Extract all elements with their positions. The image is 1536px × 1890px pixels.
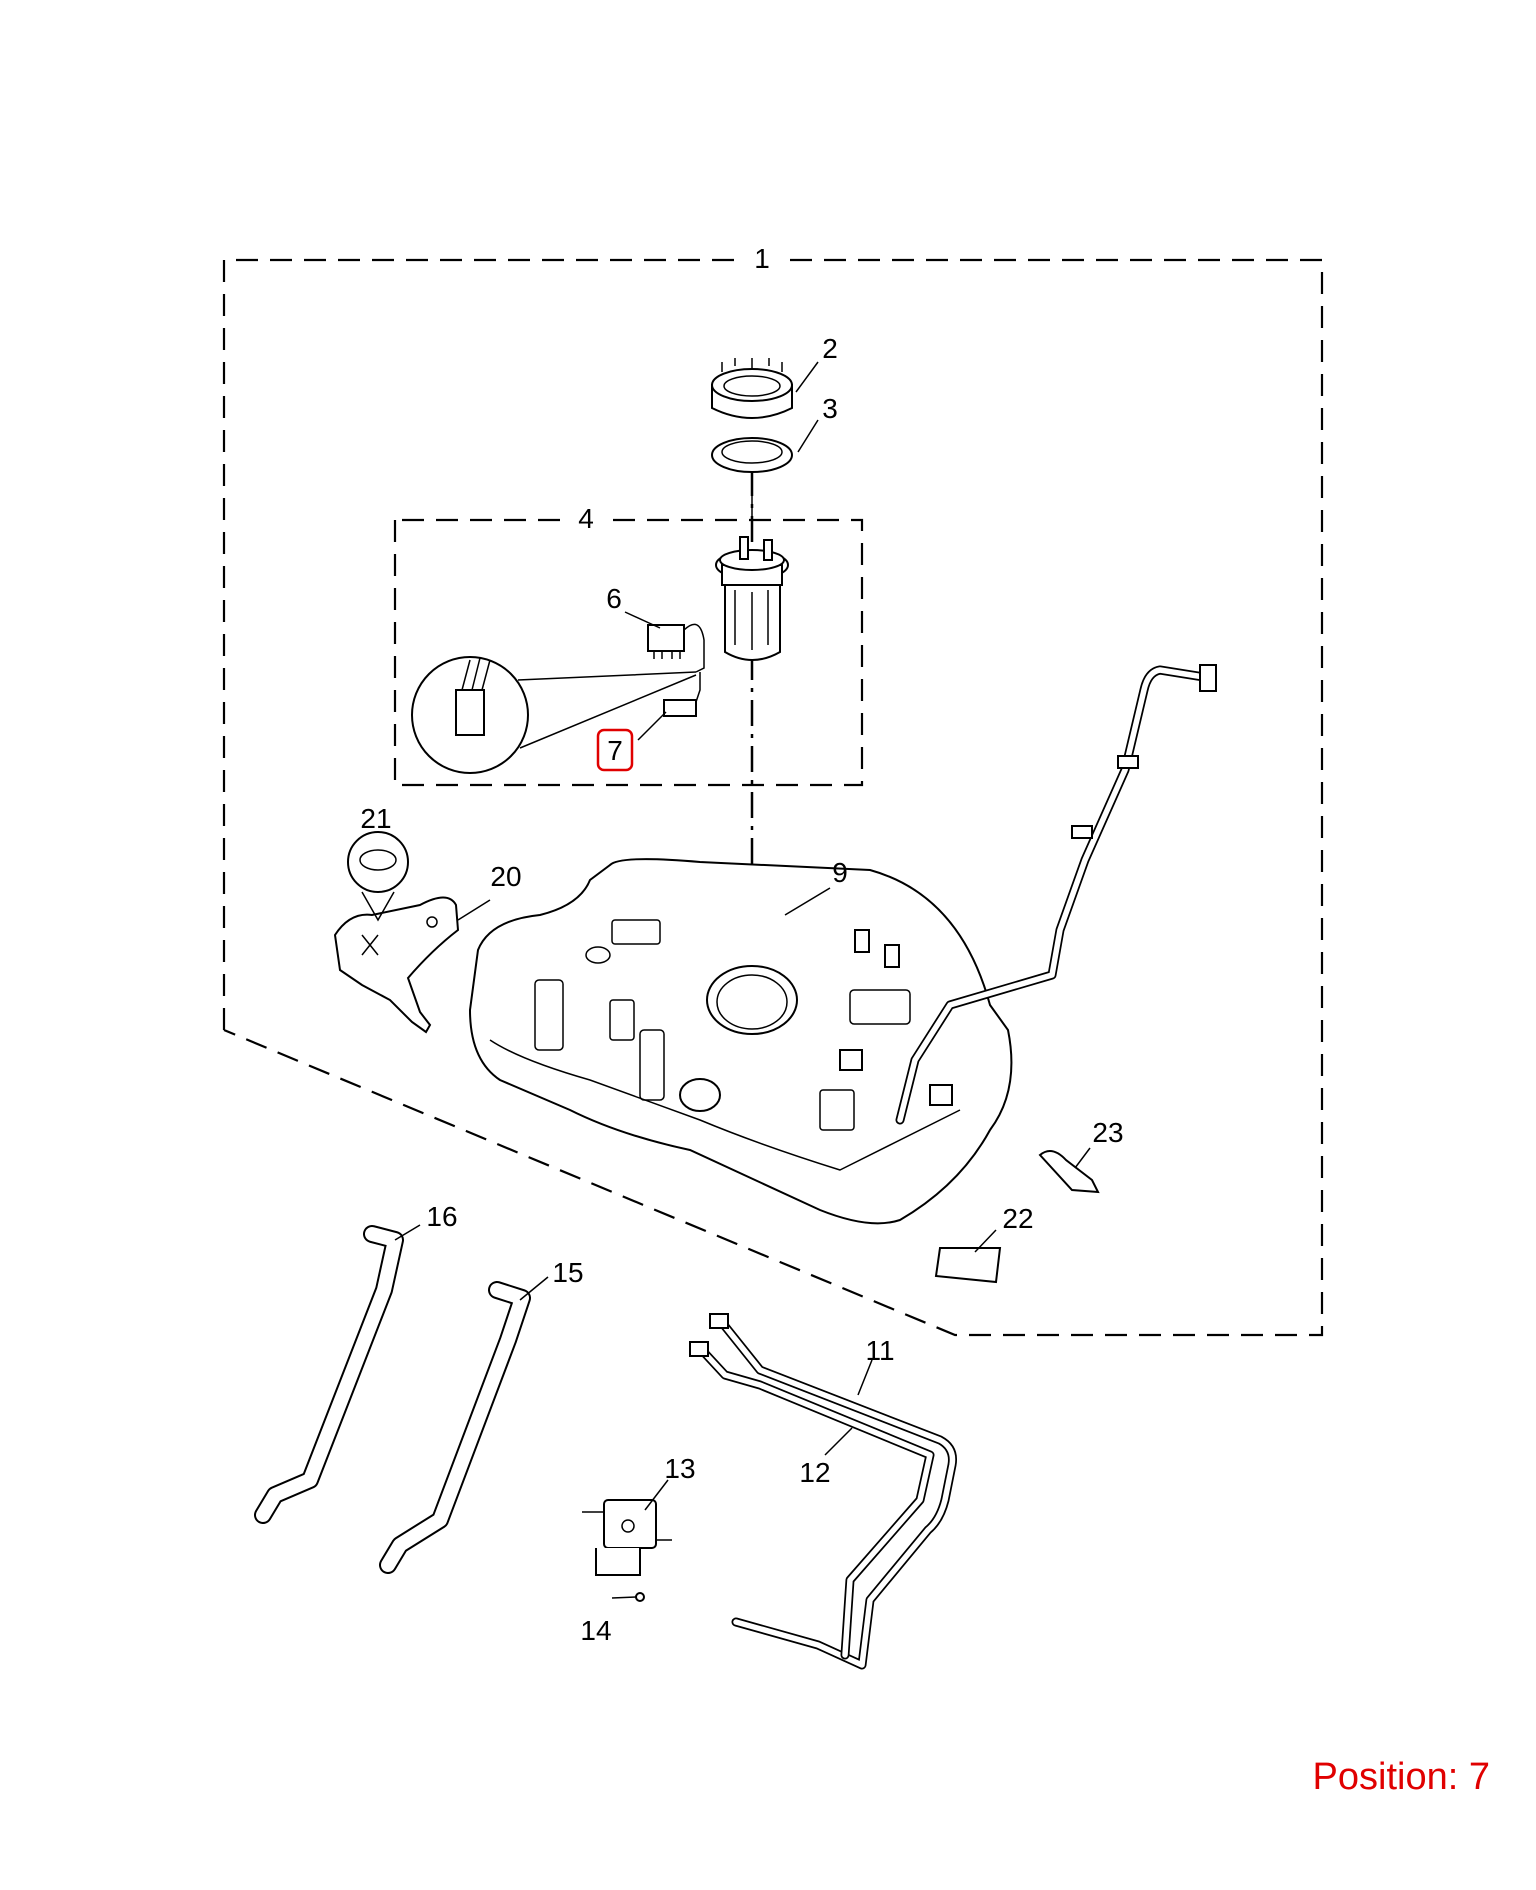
- fuel-sender-part: [647, 623, 705, 673]
- callout-1: 1: [754, 243, 770, 274]
- bolt-part: [635, 1592, 645, 1602]
- callout-16: 16: [426, 1201, 457, 1232]
- seal-gasket-part: [711, 437, 793, 520]
- fuel-line-12-part: [689, 1313, 935, 1660]
- position-indicator: Position: 7: [1312, 1756, 1490, 1798]
- callout-4: 4: [578, 503, 594, 534]
- fuel-tank-part: [468, 858, 1013, 1225]
- connector-detail-bubble: [411, 656, 697, 774]
- callout-20: 20: [490, 861, 521, 892]
- fuel-pump-module-part: [715, 536, 789, 661]
- vent-tube-part: [895, 664, 1217, 1125]
- callout-7: 7: [607, 735, 623, 766]
- callout-labels: 1 2 3 4 6 7 9 11 12 13 14 15 16 20 21 22…: [360, 243, 1123, 1646]
- locking-ring-part: [711, 358, 793, 419]
- clip-part: [1038, 1150, 1100, 1194]
- grommet-cap-part: [347, 831, 409, 922]
- assembly-boundary-1: [222, 258, 1324, 1337]
- callout-23: 23: [1092, 1117, 1123, 1148]
- float-part: [663, 672, 701, 717]
- fuel-line-11-part: [715, 1315, 957, 1670]
- callout-11: 11: [865, 1335, 894, 1366]
- callout-2: 2: [822, 333, 838, 364]
- callout-13: 13: [664, 1453, 695, 1484]
- callout-3: 3: [822, 393, 838, 424]
- assembly-boundary-4: [393, 518, 864, 787]
- leader-lines: [394, 361, 1091, 1599]
- callout-15: 15: [552, 1257, 583, 1288]
- callout-12: 12: [799, 1457, 830, 1488]
- callout-22: 22: [1002, 1203, 1033, 1234]
- callout-6: 6: [606, 583, 622, 614]
- callout-9: 9: [832, 857, 848, 888]
- insulating-pad-part: [934, 1247, 1002, 1284]
- fuel-filter-part: [582, 1499, 672, 1576]
- callout-21: 21: [360, 803, 391, 834]
- tank-strap-16-part: [254, 1225, 404, 1524]
- tank-strap-15-part: [379, 1281, 531, 1574]
- heat-shield-part: [333, 896, 460, 1034]
- highlight-box-7: [596, 728, 634, 772]
- callout-14: 14: [580, 1615, 611, 1646]
